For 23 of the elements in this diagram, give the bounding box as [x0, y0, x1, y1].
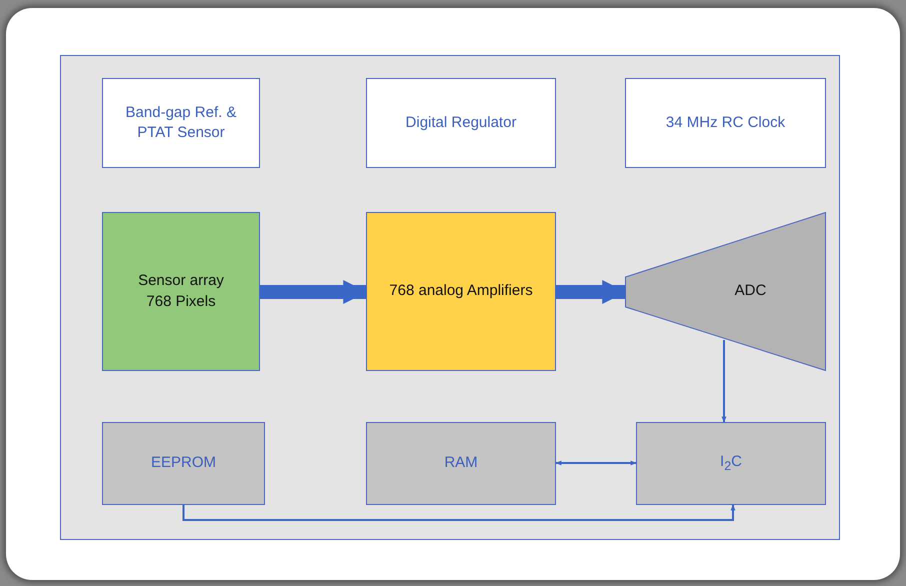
- block-box: [366, 422, 556, 505]
- block-box: [625, 78, 826, 168]
- block-label: EEPROM: [150, 453, 217, 474]
- block-label: Band-gap Ref. & PTAT Sensor: [124, 102, 238, 143]
- arrow: [556, 280, 626, 304]
- block-box: [102, 78, 260, 168]
- adc-trapezoid: [625, 212, 826, 371]
- block-box: [636, 422, 826, 505]
- arrow: [555, 460, 637, 466]
- arrow: [182, 504, 736, 521]
- block-label: Sensor array 768 Pixels: [137, 271, 225, 312]
- arrow: [722, 340, 726, 423]
- block-label: ADC: [734, 281, 768, 302]
- arrow: [260, 280, 368, 304]
- block-label: Digital Regulator: [404, 112, 518, 133]
- block-box: [366, 78, 556, 168]
- block-box: [102, 422, 265, 505]
- block-label: 768 analog Amplifiers: [388, 281, 534, 302]
- sensor-array-box: [102, 212, 260, 371]
- block-label: RAM: [443, 453, 479, 474]
- block-label: I$_{2}$C: [719, 452, 743, 476]
- amplifier-box: [366, 212, 556, 371]
- block-label: 34 MHz RC Clock: [664, 112, 786, 133]
